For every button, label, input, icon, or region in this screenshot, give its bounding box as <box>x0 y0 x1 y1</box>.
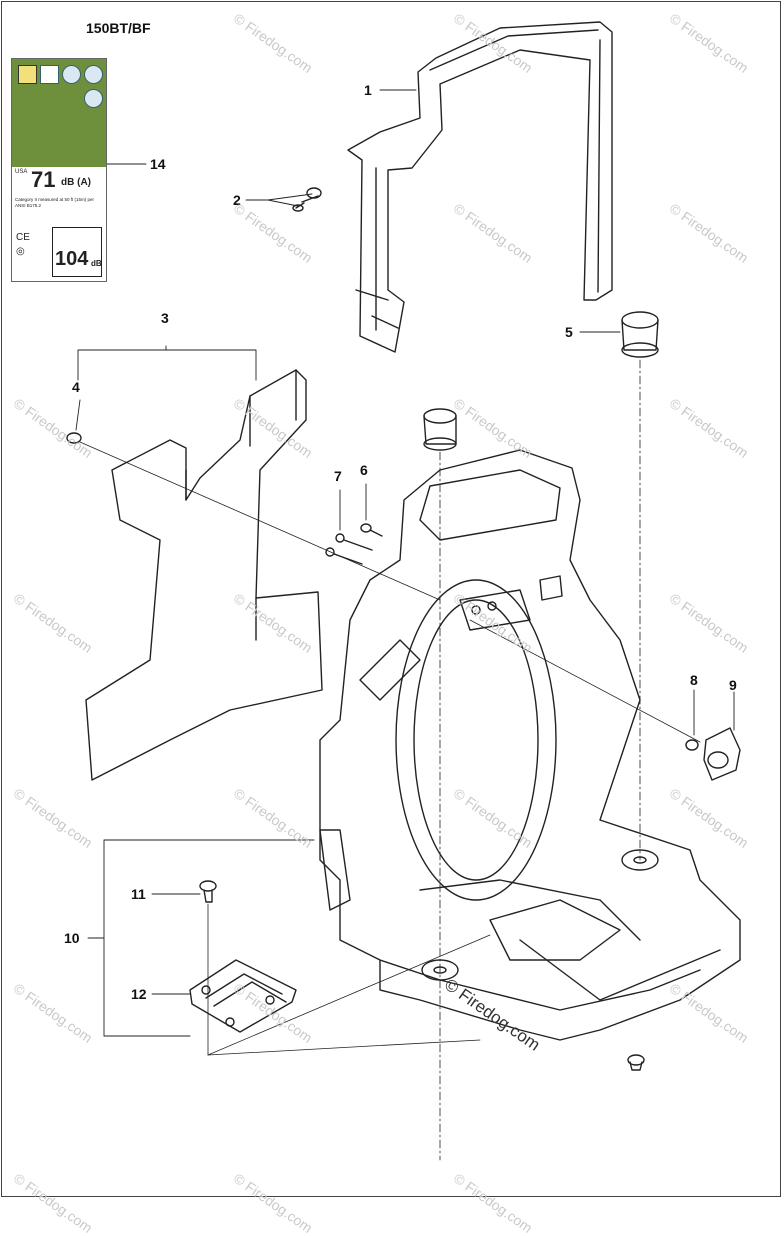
screw-part-2 <box>292 187 322 212</box>
callout-9: 9 <box>729 677 737 693</box>
helmet-icon <box>62 65 81 84</box>
ear-protection-icon <box>84 65 103 84</box>
callout-4: 4 <box>72 379 80 395</box>
warning-icon <box>18 65 37 84</box>
parts-drawing <box>66 21 741 1161</box>
callout-11: 11 <box>131 886 146 902</box>
back-pad-part-3 <box>85 369 323 781</box>
callout-1: 1 <box>364 82 372 98</box>
sound-level: 71 <box>31 167 56 192</box>
callout-5: 5 <box>565 324 573 340</box>
callout-3: 3 <box>161 310 169 326</box>
safety-label-part-14: USA 71 dB (A) Category II measured at 50… <box>11 58 107 282</box>
backplate-frame <box>319 449 741 1041</box>
label-fine-print: Category II measured at 50 ft (15m) per … <box>15 197 95 208</box>
gloves-icon <box>84 89 103 108</box>
foot-part-11-12 <box>189 880 491 1056</box>
guaranteed-sound-box: 104 dB <box>52 227 102 277</box>
harness-frame-part-1 <box>347 21 613 353</box>
knob-part-8-9 <box>469 619 741 781</box>
callout-14: 14 <box>150 156 166 172</box>
callout-7: 7 <box>334 468 342 484</box>
warning-pictograms <box>12 59 106 167</box>
callout-8: 8 <box>690 672 698 688</box>
guaranteed-level: 104 <box>55 248 89 270</box>
lower-plug <box>627 1054 645 1071</box>
certification-marks: CE◎ <box>16 232 30 257</box>
callout-10: 10 <box>64 930 80 946</box>
label-region: USA <box>15 169 28 175</box>
damper-upper <box>423 408 457 1161</box>
bolts-part-6-7 <box>325 523 383 565</box>
damper-part-5 <box>621 311 659 861</box>
callout-6: 6 <box>360 462 368 478</box>
callout-2: 2 <box>233 192 241 208</box>
sound-rating: USA 71 dB (A) <box>15 167 105 192</box>
callout-leaders <box>75 89 735 1037</box>
guaranteed-unit: dB <box>91 259 102 268</box>
model-title: 150BT/BF <box>86 20 151 36</box>
manual-icon <box>40 65 59 84</box>
diagram-frame <box>1 1 781 1197</box>
sound-unit: dB (A) <box>61 177 91 188</box>
washer-part-4 <box>66 432 441 601</box>
callout-12: 12 <box>131 986 147 1002</box>
